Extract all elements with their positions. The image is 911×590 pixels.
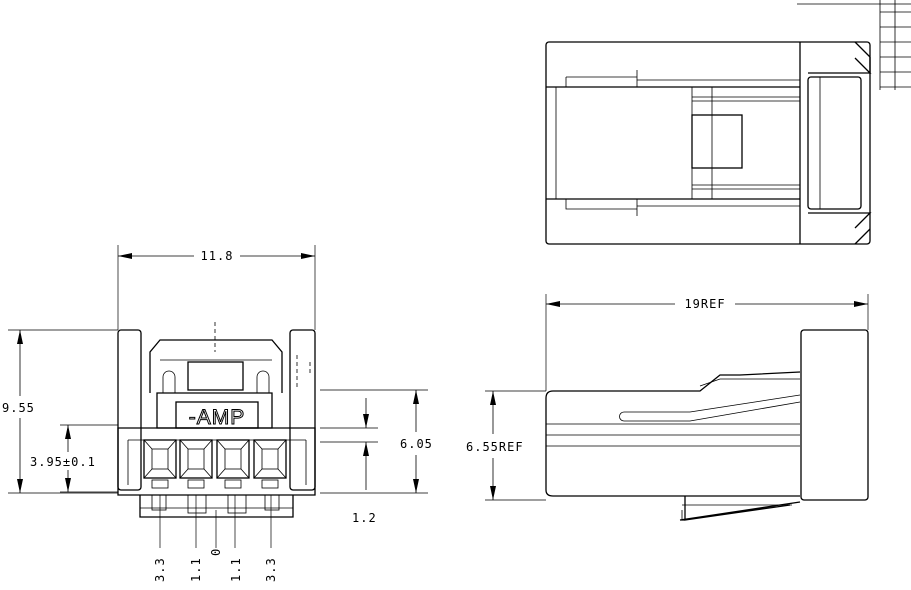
dimensions: 11.8 9.55 3.95±0.1 6.05 1.2 6.55REF	[2, 245, 869, 582]
front-view: -AMP	[117, 322, 316, 518]
cavity-4	[253, 439, 287, 489]
cavity-1	[143, 439, 177, 489]
dim-pitch-height: 3.95±0.1	[30, 455, 96, 469]
amp-logo: -AMP	[189, 406, 246, 429]
dim-overall-height: 9.55	[2, 401, 35, 415]
top-view	[545, 41, 872, 245]
cavity-2	[179, 439, 213, 489]
pos-outer-right: 3.3	[264, 557, 278, 582]
dim-rib-height: 1.2	[352, 511, 377, 525]
title-block-fragment	[797, 0, 911, 90]
cavity-3	[216, 439, 250, 489]
dim-overall-width: 11.8	[201, 249, 234, 263]
dim-side-height: 6.55REF	[466, 440, 524, 454]
pos-outer-left: 3.3	[153, 557, 167, 582]
side-view	[545, 329, 869, 521]
pos-center: 0	[209, 548, 223, 556]
dim-latch-height: 6.05	[400, 437, 433, 451]
pos-inner-left: 1.1	[189, 557, 203, 582]
dim-side-length: 19REF	[684, 297, 725, 311]
pos-inner-right: 1.1	[229, 557, 243, 582]
